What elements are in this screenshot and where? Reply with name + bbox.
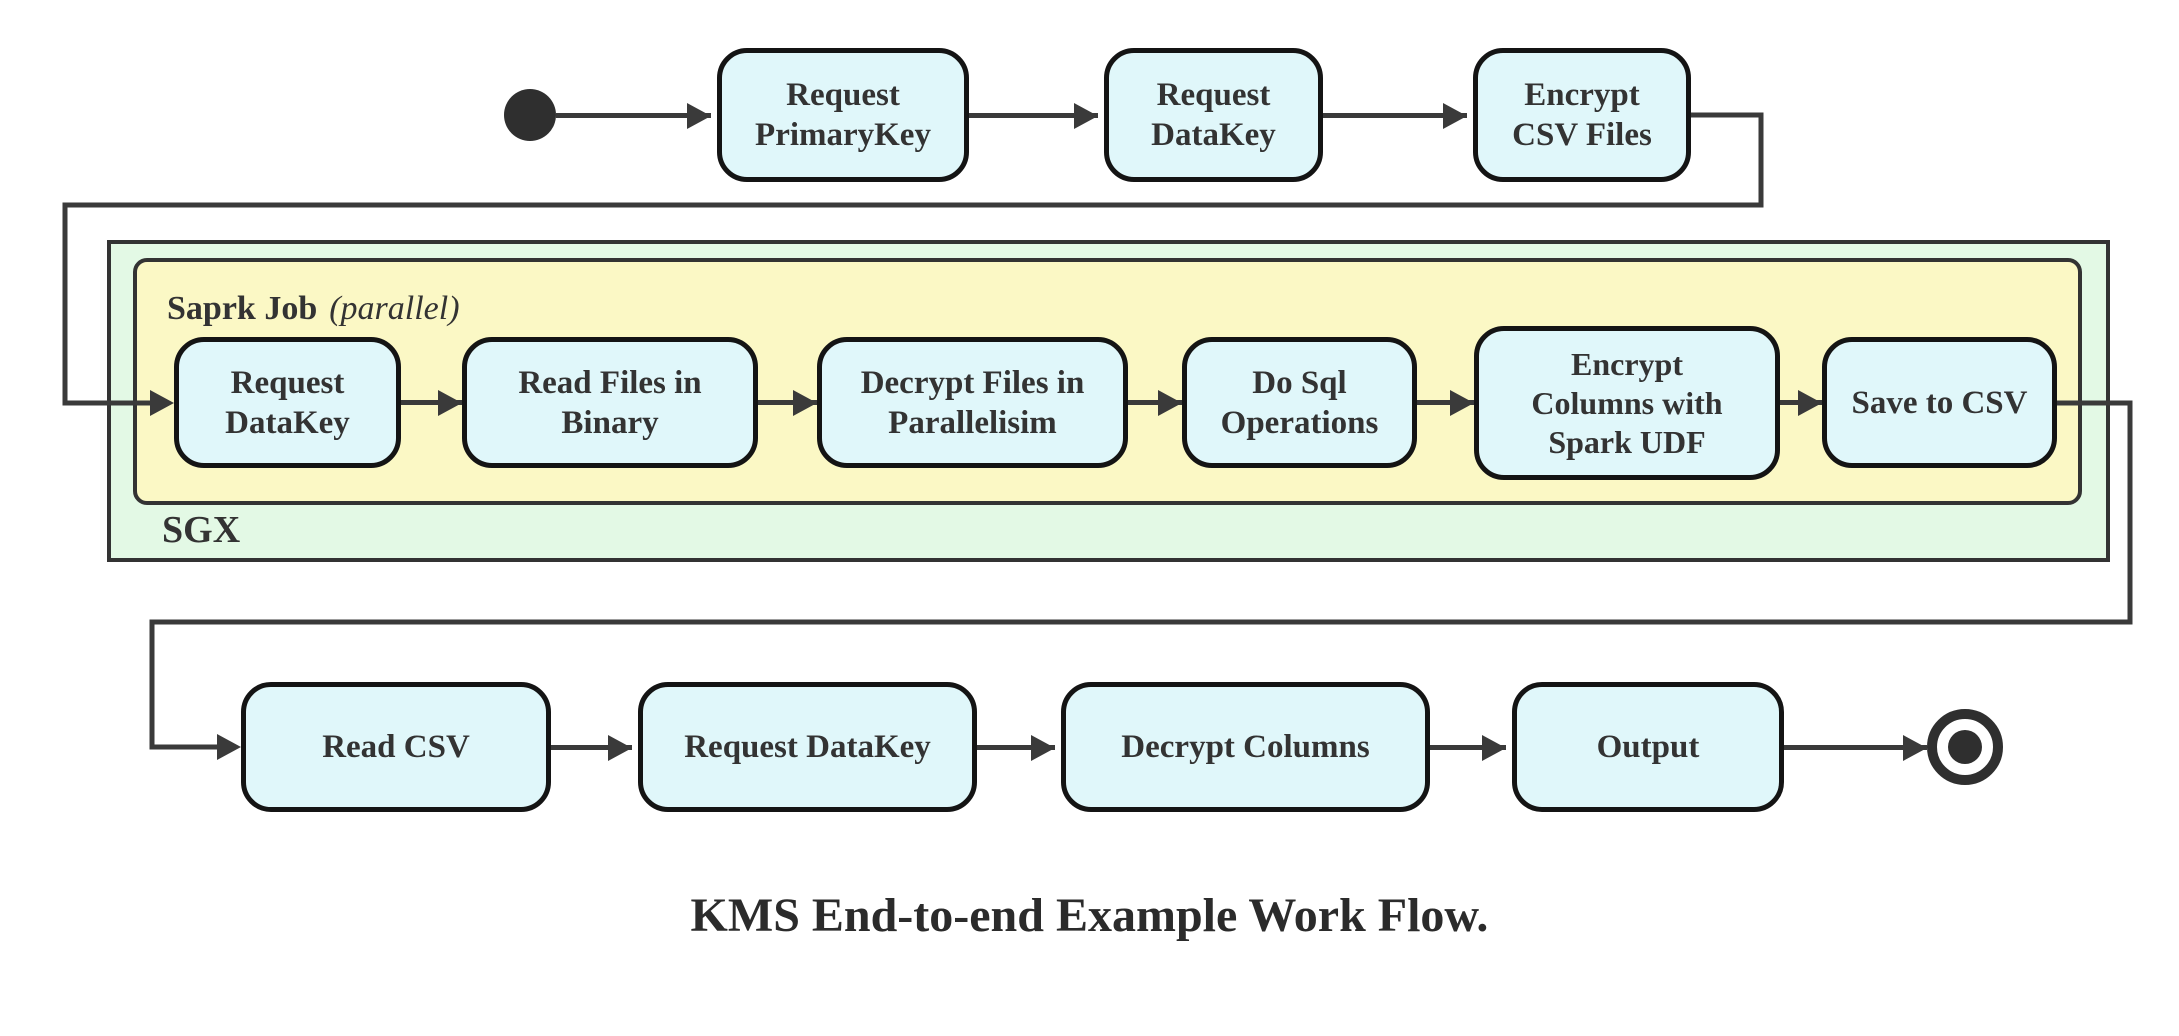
state-decrypt-columns: Decrypt Columns <box>1061 682 1430 812</box>
arrow-decrypt-to-sql <box>1128 400 1182 405</box>
spark-job-label-parallel: (parallel) <box>329 290 460 327</box>
arrowhead-into-readcsv <box>217 734 241 760</box>
spark-job-label-text: Saprk Job <box>167 290 318 327</box>
start-state-icon <box>504 89 556 141</box>
arrow-output-to-end <box>1784 745 1927 750</box>
arrow-datakey-to-encrypt <box>1323 113 1467 118</box>
state-request-datakey-top: Request DataKey <box>1104 48 1323 182</box>
spark-job-label: Saprk Job (parallel) <box>167 290 460 328</box>
arrow-primarykey-to-datakey <box>969 113 1098 118</box>
state-read-files-in-binary: Read Files in Binary <box>462 337 758 468</box>
state-request-datakey-bottom: Request DataKey <box>638 682 977 812</box>
arrow-datakey-to-decrypt-columns <box>977 745 1055 750</box>
state-decrypt-files-in-parallelisim: Decrypt Files in Parallelisim <box>817 337 1128 468</box>
sgx-label: SGX <box>162 509 241 551</box>
state-output: Output <box>1512 682 1784 812</box>
arrow-decrypt-columns-to-output <box>1430 745 1506 750</box>
arrow-sgx-datakey-to-read <box>401 400 462 405</box>
end-state-icon <box>1927 709 2003 785</box>
state-encrypt-columns-with-spark-udf: Encrypt Columns with Spark UDF <box>1474 326 1780 480</box>
state-request-datakey-sgx: Request DataKey <box>174 337 401 468</box>
arrow-encrypt-columns-to-save <box>1780 400 1822 405</box>
diagram-title: KMS End-to-end Example Work Flow. <box>690 889 1489 942</box>
arrow-readcsv-to-datakey <box>551 745 632 750</box>
state-request-primarykey: Request PrimaryKey <box>717 48 969 182</box>
end-state-inner-dot <box>1948 730 1982 764</box>
state-encrypt-csv-files: Encrypt CSV Files <box>1473 48 1691 182</box>
arrow-sql-to-encrypt-columns <box>1417 400 1474 405</box>
state-read-csv: Read CSV <box>241 682 551 812</box>
state-save-to-csv: Save to CSV <box>1822 337 2057 468</box>
state-do-sql-operations: Do Sql Operations <box>1182 337 1417 468</box>
arrow-read-to-decrypt <box>758 400 817 405</box>
arrow-start-to-primarykey <box>556 113 711 118</box>
